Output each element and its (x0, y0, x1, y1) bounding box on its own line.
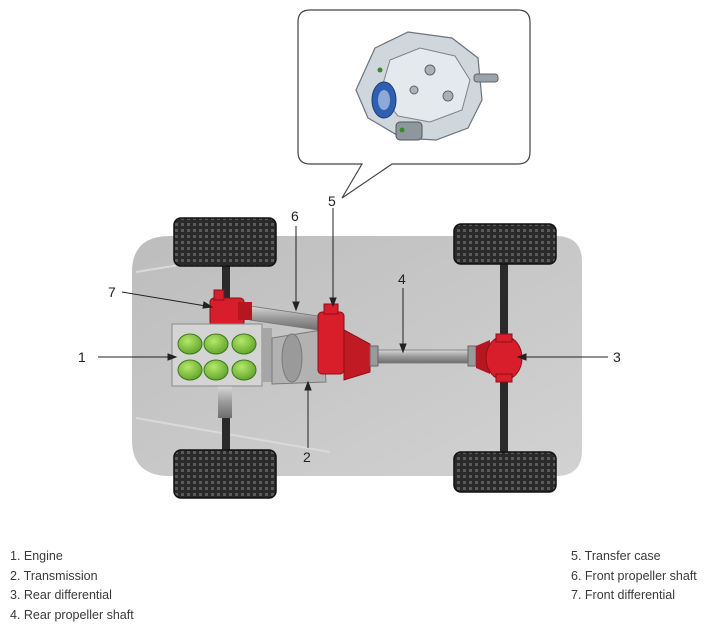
callout-2: 2 (303, 449, 311, 465)
legend-item-rear-propeller-shaft: 4. Rear propeller shaft (10, 607, 134, 622)
transfer-case-image (355, 31, 499, 141)
callout-6: 6 (291, 208, 299, 224)
rear-axle (500, 262, 508, 454)
rear-left-tire (453, 223, 557, 265)
transfer-case-callout-bubble (297, 9, 531, 199)
leader-lines (98, 208, 608, 448)
legend-item-engine: 1. Engine (10, 549, 63, 563)
transmission (271, 329, 327, 385)
front-right-tire (173, 449, 277, 499)
callout-3: 3 (613, 349, 621, 365)
legend-left: 1. Engine 2. Transmission 3. Rear differ… (10, 547, 134, 625)
callout-5: 5 (328, 193, 336, 209)
rear-propeller-shaft (369, 345, 477, 367)
front-axle (218, 262, 232, 452)
legend-item-transfer-case: 5. Transfer case (571, 549, 661, 563)
legend-item-front-differential: 7. Front differential (571, 588, 675, 602)
legend-item-rear-differential: 3. Rear differential (10, 588, 112, 602)
callout-4: 4 (398, 271, 406, 287)
engine (171, 323, 272, 387)
drivetrain-diagram: 1 2 3 4 5 6 7 (78, 9, 621, 499)
transfer-case (317, 303, 371, 381)
legend-right: 5. Transfer case 6. Front propeller shaf… (571, 547, 697, 606)
callout-7: 7 (108, 284, 116, 300)
front-left-tire (173, 217, 277, 267)
rear-differential (476, 333, 523, 383)
rear-right-tire (453, 451, 557, 493)
legend-item-transmission: 2. Transmission (10, 568, 98, 583)
callout-1: 1 (78, 349, 86, 365)
legend-item-front-propeller-shaft: 6. Front propeller shaft (571, 568, 697, 583)
